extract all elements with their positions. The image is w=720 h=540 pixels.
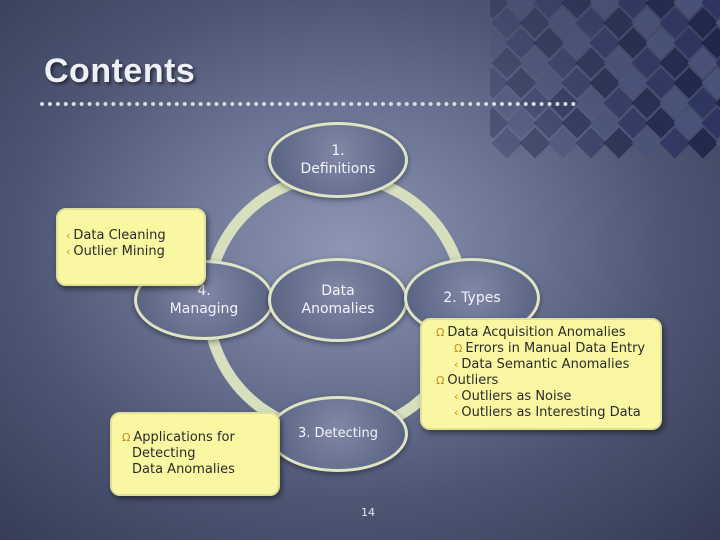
note-text: Outliers	[447, 373, 499, 388]
title-divider	[40, 102, 576, 106]
node-definitions-label: Definitions	[300, 161, 376, 177]
note-text: Data Acquisition Anomalies	[447, 325, 626, 340]
omega-bullet-icon: Ω	[436, 374, 445, 387]
note-text: Data Semantic Anomalies	[461, 357, 630, 372]
node-definitions-number: 1.	[331, 143, 345, 159]
center-line2: Anomalies	[301, 301, 375, 317]
node-managing-number: 4.	[197, 283, 211, 299]
note-text: Data Anomalies	[132, 462, 235, 477]
page-number: 14	[361, 506, 375, 519]
arrow-bullet-icon: ‹	[454, 390, 459, 403]
note-item: ‹Data Cleaning	[66, 228, 204, 244]
omega-bullet-icon: Ω	[454, 342, 463, 355]
node-detecting-label: 3. Detecting	[298, 426, 378, 441]
note-text: Outlier Mining	[73, 244, 165, 259]
note-text: Outliers as Interesting Data	[461, 405, 641, 420]
note-text: Errors in Manual Data Entry	[465, 341, 646, 356]
omega-bullet-icon: Ω	[436, 326, 445, 339]
arrow-bullet-icon: ‹	[66, 229, 71, 242]
note-item: ‹Data Semantic Anomalies	[436, 357, 660, 373]
note-text: Outliers as Noise	[461, 389, 572, 404]
note-managing: ‹Data Cleaning ‹Outlier Mining	[56, 208, 206, 286]
note-item: ‹Outliers as Interesting Data	[436, 405, 660, 421]
node-definitions[interactable]: 1. Definitions	[268, 122, 408, 198]
note-item: ‹Outliers as Noise	[436, 389, 660, 405]
arrow-bullet-icon: ‹	[454, 358, 459, 371]
arrow-bullet-icon: ‹	[66, 245, 71, 258]
node-types-label: 2. Types	[443, 290, 501, 306]
note-text: Data Cleaning	[73, 228, 166, 243]
note-text: Applications for	[133, 430, 235, 445]
omega-bullet-icon: Ω	[122, 431, 131, 444]
center-line1: Data	[321, 283, 355, 299]
note-item: ‹Outlier Mining	[66, 244, 204, 260]
node-managing-label: Managing	[169, 301, 239, 317]
node-detecting[interactable]: 3. Detecting	[268, 396, 408, 472]
center-data-anomalies[interactable]: Data Anomalies	[268, 258, 408, 342]
slide-title: Contents	[44, 52, 196, 90]
note-text: Detecting	[132, 446, 196, 461]
arrow-bullet-icon: ‹	[454, 406, 459, 419]
